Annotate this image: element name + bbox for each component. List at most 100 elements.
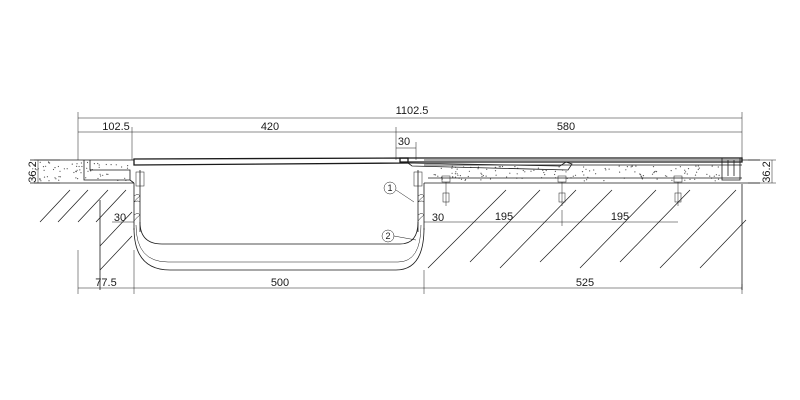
joint-width-right: 30 bbox=[432, 212, 444, 224]
concrete-stipple bbox=[39, 178, 41, 180]
concrete-stipple bbox=[498, 166, 500, 168]
concrete-stipple bbox=[105, 163, 107, 166]
concrete-stipple bbox=[545, 169, 547, 172]
concrete-stipple bbox=[460, 178, 463, 180]
concrete-stipple bbox=[482, 175, 484, 177]
concrete-stipple bbox=[66, 168, 68, 170]
concrete-stipple bbox=[440, 167, 442, 169]
concrete-stipple bbox=[583, 180, 585, 182]
concrete-stipple bbox=[467, 175, 469, 178]
concrete-stipple bbox=[73, 171, 75, 174]
cover-plate bbox=[83, 157, 743, 184]
right-dimension-label: 580 bbox=[557, 121, 575, 133]
concrete-stipple bbox=[97, 162, 99, 165]
concrete-stipple bbox=[653, 171, 656, 173]
concrete-stipple bbox=[675, 168, 677, 170]
concrete-stipple bbox=[509, 172, 511, 174]
concrete-stipple bbox=[32, 175, 34, 177]
concrete-stipple bbox=[464, 179, 466, 181]
concrete-stipple bbox=[452, 176, 454, 178]
concrete-stipple bbox=[589, 170, 591, 172]
concrete-stipple bbox=[480, 179, 482, 181]
concrete-stipple bbox=[75, 170, 77, 172]
concrete-stipple bbox=[433, 174, 435, 176]
concrete-stipple bbox=[585, 168, 587, 170]
concrete-stipple bbox=[58, 179, 60, 181]
concrete-stipple bbox=[77, 178, 79, 180]
callout-2-label: 2 bbox=[385, 231, 390, 241]
concrete-stipple bbox=[98, 164, 100, 166]
concrete-stipple bbox=[593, 169, 595, 171]
concrete-stipple bbox=[587, 176, 589, 178]
concrete-stipple bbox=[90, 170, 92, 172]
concrete-stipple bbox=[717, 166, 719, 168]
concrete-stipple bbox=[574, 174, 577, 176]
joint-wall-right bbox=[413, 170, 425, 232]
concrete-stipple bbox=[572, 175, 574, 177]
concrete-stipple bbox=[58, 176, 60, 178]
substrate-hatching-left bbox=[39, 189, 133, 290]
concrete-stipple bbox=[93, 163, 95, 165]
concrete-stipple bbox=[684, 179, 686, 181]
concrete-stipple bbox=[652, 166, 655, 168]
concrete-stipple bbox=[86, 167, 88, 169]
concrete-stipple bbox=[687, 168, 690, 170]
concrete-stipple bbox=[583, 174, 585, 176]
concrete-stipple bbox=[640, 176, 643, 178]
concrete-stipple bbox=[86, 161, 89, 164]
concrete-stipple bbox=[626, 166, 629, 168]
concrete-stipple bbox=[514, 166, 516, 168]
concrete-stipple bbox=[583, 166, 585, 168]
concrete-stipple bbox=[499, 166, 501, 168]
concrete-stipple bbox=[605, 169, 607, 171]
slab-dimension-right: 36.2 bbox=[761, 161, 773, 182]
concrete-stipple bbox=[127, 165, 129, 167]
concrete-stipple bbox=[697, 165, 699, 167]
concrete-stipple bbox=[55, 178, 57, 180]
concrete-stipple bbox=[40, 180, 42, 182]
bottom-left-dimension: 77.5 bbox=[95, 277, 116, 289]
concrete-stipple bbox=[124, 177, 126, 179]
concrete-stipple bbox=[97, 177, 99, 180]
concrete-stipple bbox=[42, 166, 45, 168]
concrete-stipple bbox=[522, 169, 524, 172]
concrete-stipple bbox=[595, 173, 597, 175]
concrete-stipple bbox=[87, 170, 89, 172]
slab-dimension-left: 36.2 bbox=[27, 161, 39, 182]
left-dimension-label: 102.5 bbox=[102, 121, 130, 133]
concrete-stipple bbox=[630, 166, 632, 168]
anchor-bolts bbox=[441, 175, 683, 206]
concrete-stipple bbox=[57, 165, 60, 168]
concrete-stipple bbox=[713, 175, 715, 177]
concrete-stipple bbox=[39, 161, 41, 163]
concrete-stipple bbox=[455, 171, 457, 173]
callout-2: 2 bbox=[381, 229, 417, 243]
concrete-stipple bbox=[494, 170, 497, 172]
concrete-stipple bbox=[110, 164, 112, 166]
joint-width-left: 30 bbox=[114, 212, 126, 224]
concrete-stipple bbox=[100, 175, 102, 177]
concrete-stipple bbox=[43, 176, 46, 178]
concrete-stipple bbox=[495, 174, 497, 176]
concrete-stipple bbox=[489, 178, 492, 180]
concrete-stipple bbox=[451, 167, 453, 169]
middle-dimension-label: 420 bbox=[261, 121, 279, 133]
bottom-dimension-group: 77.5 500 525 bbox=[77, 250, 743, 294]
concrete-stipple bbox=[39, 179, 41, 181]
concrete-stipple bbox=[715, 174, 718, 176]
concrete-stipple bbox=[653, 172, 655, 174]
concrete-stipple bbox=[694, 174, 697, 176]
concrete-stipple bbox=[694, 178, 696, 180]
callout-1: 1 bbox=[383, 181, 415, 203]
flexible-membrane bbox=[133, 221, 425, 271]
concrete-stipple bbox=[75, 177, 77, 179]
concrete-stipple bbox=[76, 165, 78, 167]
concrete-stipple bbox=[581, 171, 584, 173]
concrete-stipple bbox=[639, 173, 641, 175]
concrete-stipple bbox=[480, 172, 482, 174]
concrete-stipple bbox=[604, 167, 606, 170]
substrate-hatching-right bbox=[427, 184, 747, 290]
concrete-stipple bbox=[696, 171, 698, 173]
concrete-stipple bbox=[32, 168, 34, 170]
